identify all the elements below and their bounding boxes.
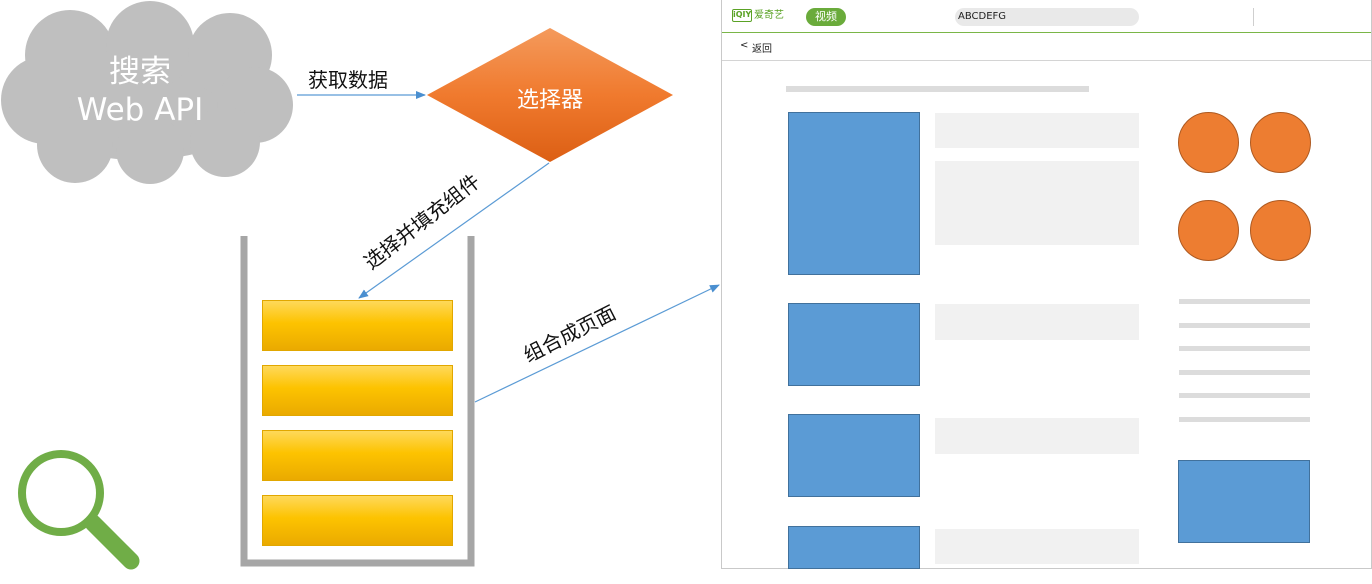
media-placeholder [788,414,920,497]
mockup-header: iQIY 爱奇艺 视频 ABCDEFG [722,0,1371,33]
compose-page-connector [474,284,720,403]
search-input[interactable]: ABCDEFG [955,8,1139,26]
media-placeholder [788,526,920,569]
header-divider [1253,8,1254,26]
avatar-placeholder [1178,112,1239,173]
cloud-subtitle: Web API [76,92,204,128]
media-placeholder [1178,460,1310,543]
logo-badge: iQIY [732,9,752,22]
cloud-shape [1,1,293,184]
component-container [240,236,475,567]
video-button[interactable]: 视频 [806,8,846,26]
avatar-placeholder [1250,200,1311,261]
fetch-data-label: 获取数据 [308,68,388,92]
back-link[interactable]: 返回 [752,44,772,55]
media-placeholder [788,112,920,275]
cloud-title: 搜索 [109,54,171,90]
selector-diamond [427,28,673,162]
list-line-placeholder [1179,323,1310,328]
list-line-placeholder [1179,417,1310,422]
component-block [262,300,453,351]
media-placeholder [788,303,920,386]
text-placeholder [935,161,1139,245]
back-row[interactable]: < 返回 [722,33,1371,61]
list-line-placeholder [1179,299,1310,304]
list-line-placeholder [1179,370,1310,375]
text-placeholder [935,304,1139,340]
list-line-placeholder [1179,393,1310,398]
text-placeholder [935,418,1139,454]
avatar-placeholder [1250,112,1311,173]
select-fill-connector [358,162,550,299]
component-block [262,495,453,546]
component-block [262,430,453,481]
magnifier-icon [18,450,140,570]
title-placeholder [786,86,1089,92]
text-placeholder [935,113,1139,148]
list-line-placeholder [1179,346,1310,351]
page-mockup: iQIY 爱奇艺 视频 ABCDEFG < 返回 [721,0,1372,569]
selector-label: 选择器 [516,88,583,113]
component-block [262,365,453,416]
avatar-placeholder [1178,200,1239,261]
logo-text: 爱奇艺 [754,10,784,21]
back-arrow-icon: < [740,40,749,51]
text-placeholder [935,529,1139,564]
